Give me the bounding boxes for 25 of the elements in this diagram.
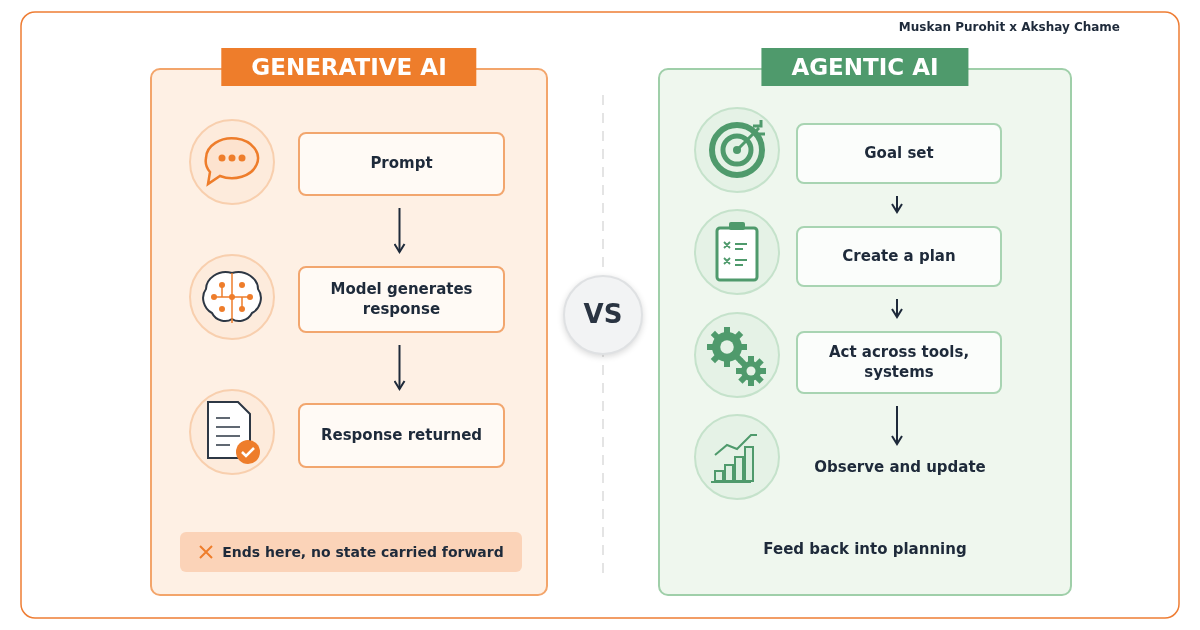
arrow — [891, 298, 903, 318]
title-banner: GENERATIVE AI — [221, 48, 477, 86]
note-band — [180, 532, 522, 572]
note-text: Ends here, no state carried forward — [222, 542, 504, 562]
arrow — [891, 195, 903, 213]
credit-text: Muskan Purohit x Akshay Chame — [897, 20, 1120, 36]
process-box — [298, 132, 505, 196]
arrow — [393, 344, 406, 390]
title-banner: AGENTIC AI — [761, 48, 969, 86]
arrow — [393, 207, 406, 253]
arrow — [891, 405, 903, 445]
process-box — [796, 331, 1002, 394]
step-text: Observe and update — [814, 458, 986, 478]
step-text: Create a plan — [842, 246, 956, 267]
footer-text: Feed back into planning — [762, 540, 968, 560]
vs-text: VS — [583, 298, 623, 332]
step-text: Act across tools, systems — [827, 343, 971, 382]
step-text: Model generates response — [329, 280, 474, 319]
process-box — [796, 123, 1002, 184]
step-text: Prompt — [370, 154, 433, 174]
process-box — [796, 226, 1002, 287]
process-box — [298, 266, 505, 333]
step-text: Response returned — [320, 425, 483, 446]
process-box — [298, 403, 505, 468]
step-text: Goal set — [864, 143, 934, 164]
